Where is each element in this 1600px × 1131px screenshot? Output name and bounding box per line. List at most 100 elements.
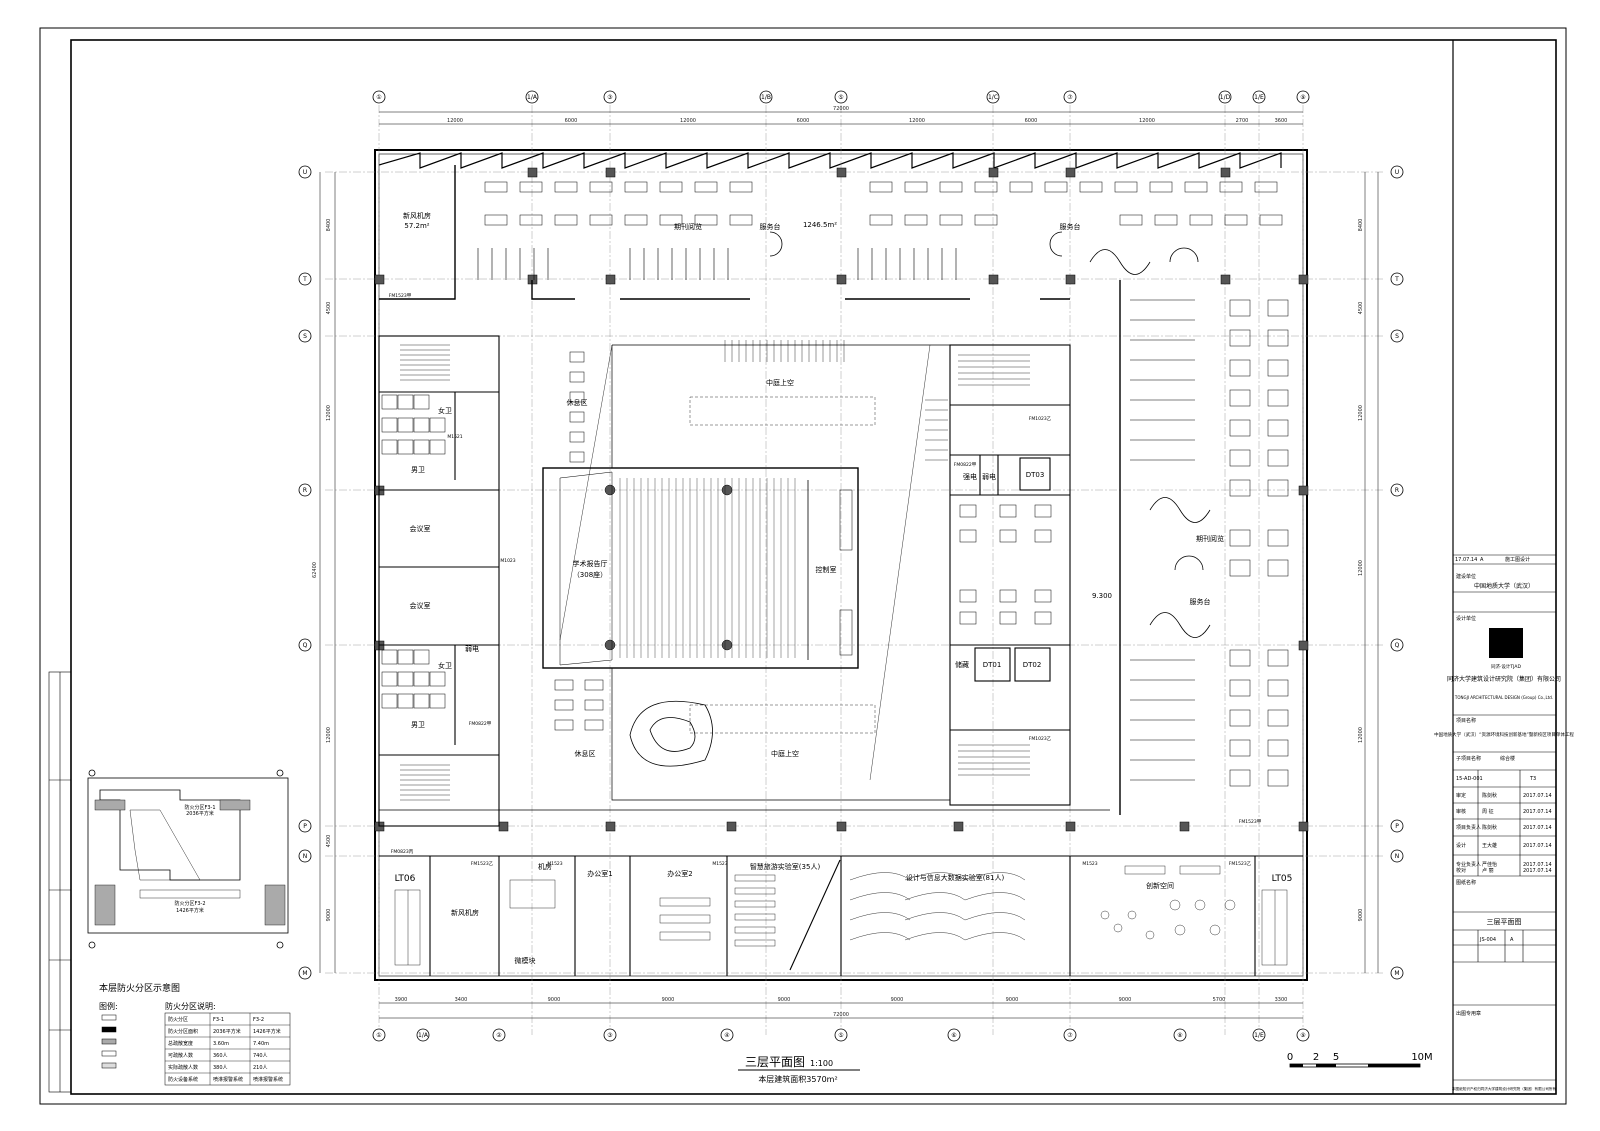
door-tags: FM1523甲 FM0823丙 FM1523乙 M1523 M1523 M152… [389,293,1261,867]
room-fresh-air-top-area: 57.2m² [404,222,429,230]
fire-table-cell: 总疏散宽度 [168,1040,193,1047]
axis-right-label: P [1395,823,1399,830]
dim-right: 9000 [1358,909,1364,922]
room-office-1: 办公室1 [587,869,612,878]
dim-left: 4500 [326,835,332,848]
scale-bar: 0 2 5 10M [1287,1052,1433,1068]
fire-table-cell: 可疏散人数 [168,1052,193,1059]
axis-top-label: ③ [607,94,612,101]
fire-table-cell: 360人 [213,1053,228,1059]
dim-bottom: 5700 [1213,997,1226,1003]
fire-table-cell: 210人 [253,1065,268,1071]
axis-right-label: S [1395,333,1399,340]
reading-desks-right [1229,299,1289,787]
room-atrium-bottom: 中庭上空 [771,749,799,758]
room-weak-elec-left: 弱电 [465,644,479,653]
room-rest-bottom: 休息区 [575,749,596,758]
axis-top-label: 1/D [1220,94,1231,101]
fire-table-cell: 3.60m [213,1041,229,1047]
fire-legend-symbols [101,1014,117,1069]
dim-top: 12000 [909,118,925,124]
door-tag: M1521 [447,434,462,440]
tb-client-label: 建设单位 [1456,573,1476,580]
door-tag: M1523 [1082,861,1097,867]
tb-company-en: TONGJI ARCHITECTURAL DESIGN (Group) Co.,… [1454,695,1553,700]
room-control: 控制室 [816,565,837,574]
axis-bottom-label: ⑨ [1300,1032,1305,1039]
axis-top-label: ⑤ [838,94,843,101]
axis-left-label: P [303,823,307,830]
dim-top: 6000 [565,118,578,124]
dim-bottom: 9000 [891,997,904,1003]
fire-zone-diagram: 防火分区F3-1 2036平方米 防火分区F3-2 1426平方米 本层防火分区… [87,769,289,1011]
room-atrium-top: 中庭上空 [766,378,794,387]
axis-top-label: ⑦ [1067,94,1073,101]
fire-table-cell: F3-2 [253,1017,264,1023]
axis-bottom-label: 1/A [418,1032,429,1039]
room-design-lab: 设计与信息大数据实验室(81人) [906,873,1005,882]
dim-left: 8400 [326,219,332,232]
reading-desks-top [484,181,1283,226]
dim-bottom: 9000 [548,997,561,1003]
stair-right [958,354,1030,776]
outer-border [39,27,1567,1105]
scale-label: 10M [1411,1052,1432,1063]
room-dt03: DT03 [1026,471,1045,479]
axis-bottom-label: ⑧ [1177,1032,1182,1039]
tb-project: 中国地质大学（武汉）“资源环境科技创新基地”暨新校区项目单体工程 [1434,731,1574,738]
door-tag: M1523 [547,861,562,867]
axis-left-label: R [303,487,307,494]
dim-bottom: 9000 [662,997,675,1003]
fire-table-cell: 7.40m [253,1041,269,1047]
fire-table-cell: 喷淋报警系统 [213,1076,243,1083]
fire-table-cell: F3-1 [213,1017,224,1023]
room-meeting-1: 会议室 [410,524,431,533]
axis-top-label: 1/C [988,94,998,101]
stair-left-bottom [400,764,450,801]
axis-top-label: 1/A [527,94,538,101]
room-lecture-hall: 学术报告厅 [573,559,608,568]
room-machine: 机房 [538,862,552,871]
room-periodical-right: 期刊阅览 [1196,534,1224,543]
drawing-title: 三层平面图 [745,1055,805,1069]
room-strong-elec: 强电 [963,472,977,481]
dim-bottom: 9000 [1006,997,1019,1003]
room-dt02: DT02 [1023,661,1042,669]
dim-top: 3600 [1275,118,1288,124]
axis-bottom-label: ① [376,1032,381,1039]
tb-staff-name: 周 征 [1482,808,1494,815]
dim-right: 12000 [1358,560,1364,576]
dim-top: 6000 [1025,118,1038,124]
dim-top: 12000 6000 12000 6000 12000 6000 12000 2… [447,106,1287,124]
door-tag: FM1523乙 [1229,860,1252,867]
atrium-stair-top [724,340,948,461]
axis-left-label: M [302,970,307,977]
axis-left-label: S [303,333,307,340]
bottom-stair [394,889,1288,966]
tb-staff-role: 设计 [1456,842,1466,849]
overall-width: 72000 [833,106,849,112]
axis-bubbles-sides [298,165,1404,980]
tb-subitem-no: T3 [1529,776,1536,782]
fire-zone1-area: 2036平方米 [186,810,214,817]
fire-table-cell: 2036平方米 [213,1028,241,1035]
axis-labels-top: ① 1/A ③ 1/B ⑤ 1/C ⑦ 1/D 1/E ⑨ [376,94,1305,101]
tb-staff-role: 专业负责人 [1456,861,1481,868]
reading-room-walls [379,165,1121,815]
dim-bottom: 3400 [455,997,468,1003]
scale-label: 0 [1287,1052,1293,1063]
floor-area: 本层建筑面积3570m² [758,1074,837,1084]
room-men-top: 男卫 [411,466,425,474]
dim-bottom: 3900 3400 9000 9000 9000 9000 9000 9000 … [395,997,1288,1018]
tb-staff-date: 2017.07.14 [1523,862,1552,868]
dim-left: 9000 [326,909,332,922]
lecture-hall [542,467,859,669]
dimension-lines [319,111,1379,1019]
tb-staff-name: 卢 丽 [1482,867,1494,874]
fire-table-cell: 喷淋报警系统 [253,1076,283,1083]
axis-labels-right: U T S R Q P N M [1394,169,1399,977]
door-tag: FM1523乙 [471,860,494,867]
axis-top-label: ⑨ [1300,94,1305,101]
tb-staff-name: 陈剑秋 [1482,792,1497,799]
